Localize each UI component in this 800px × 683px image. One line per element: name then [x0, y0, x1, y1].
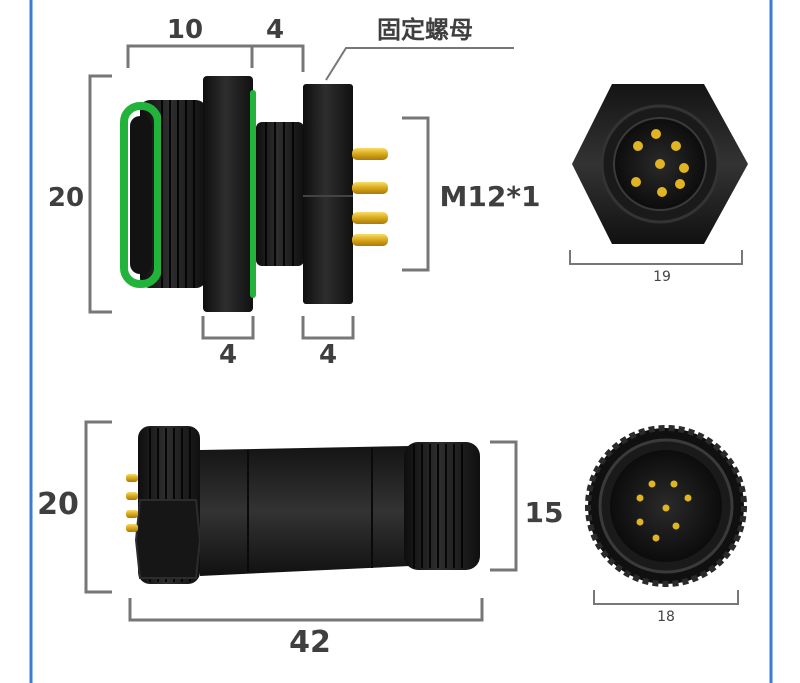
socket-front-face	[130, 116, 152, 274]
label-top-gap: 4	[266, 15, 284, 45]
label-top-width: 10	[167, 15, 203, 45]
label-plug-end-height: 15	[525, 496, 564, 529]
dim-plug-length	[128, 598, 484, 622]
label-plug-height: 20	[37, 487, 79, 522]
socket-pins	[352, 148, 388, 246]
rear-thread-grooves	[265, 122, 294, 266]
plug-hex-section	[134, 499, 202, 579]
label-plug-face-width: 18	[657, 609, 675, 625]
nut-leader-line	[325, 47, 514, 81]
panel-socket-side-view	[120, 76, 388, 312]
socket-flange	[203, 76, 253, 312]
dim-panel-height	[88, 74, 112, 314]
label-front-face-width: 19	[653, 269, 671, 285]
flange-green-edge	[250, 90, 256, 298]
dim-plug-height	[84, 420, 112, 594]
label-plug-length: 42	[289, 625, 331, 660]
dim-plug-end-height	[490, 440, 518, 572]
socket-face-pins	[631, 129, 689, 197]
dim-flange-thickness	[201, 316, 255, 340]
dim-top-width	[126, 44, 254, 68]
label-flange-thickness: 4	[219, 340, 237, 370]
fixing-nut	[303, 84, 353, 304]
plug-side-view	[126, 426, 480, 584]
dim-plug-face-width	[593, 590, 739, 605]
plug-face-pins	[636, 480, 692, 542]
label-panel-height: 20	[48, 183, 84, 213]
plug-side-pins	[126, 474, 138, 532]
plug-front-view	[585, 425, 747, 587]
rear-knurl-ridges	[413, 444, 463, 568]
plug-tapered-body	[200, 446, 410, 576]
socket-rear-thread	[256, 122, 304, 266]
dim-top-gap	[252, 44, 305, 72]
dim-thread-spec	[402, 116, 430, 272]
label-nut-thickness: 4	[319, 340, 337, 370]
plug-rear-knurl	[404, 442, 480, 570]
label-fixing-nut: 固定螺母	[377, 16, 473, 44]
green-gasket	[120, 102, 162, 288]
label-thread-spec: M12*1	[440, 180, 541, 213]
dim-front-face-width	[569, 250, 743, 265]
socket-front-view	[572, 84, 748, 244]
front-thread-grooves	[161, 100, 195, 288]
dim-nut-thickness	[301, 316, 355, 340]
